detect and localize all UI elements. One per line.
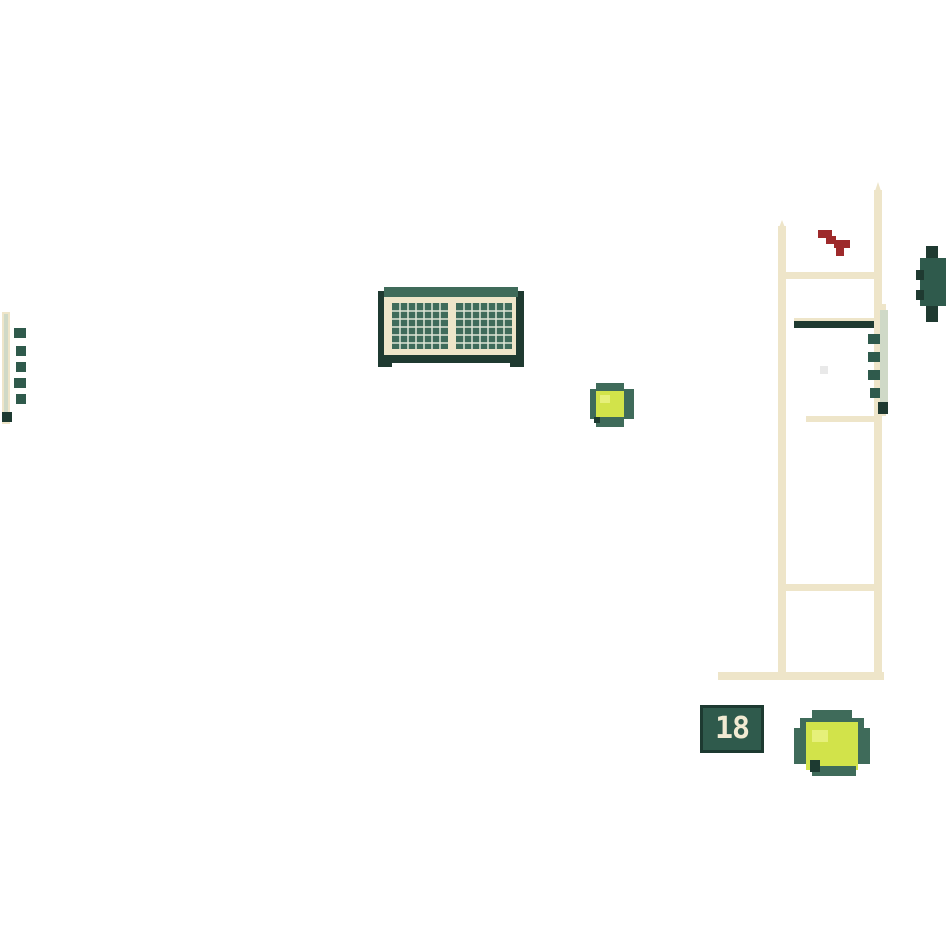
center-net-goal-icon[interactable] <box>378 287 524 369</box>
court-lines <box>718 182 884 680</box>
tennis-ball-large-icon[interactable] <box>794 710 870 778</box>
left-side-net-icon <box>2 312 26 424</box>
side-net-icon[interactable] <box>792 304 894 420</box>
bench-icon[interactable] <box>912 246 946 322</box>
red-player-marker-icon[interactable] <box>818 230 854 258</box>
ball-count-badge: 18 <box>700 705 764 753</box>
tennis-ball-small-icon[interactable] <box>588 383 636 429</box>
